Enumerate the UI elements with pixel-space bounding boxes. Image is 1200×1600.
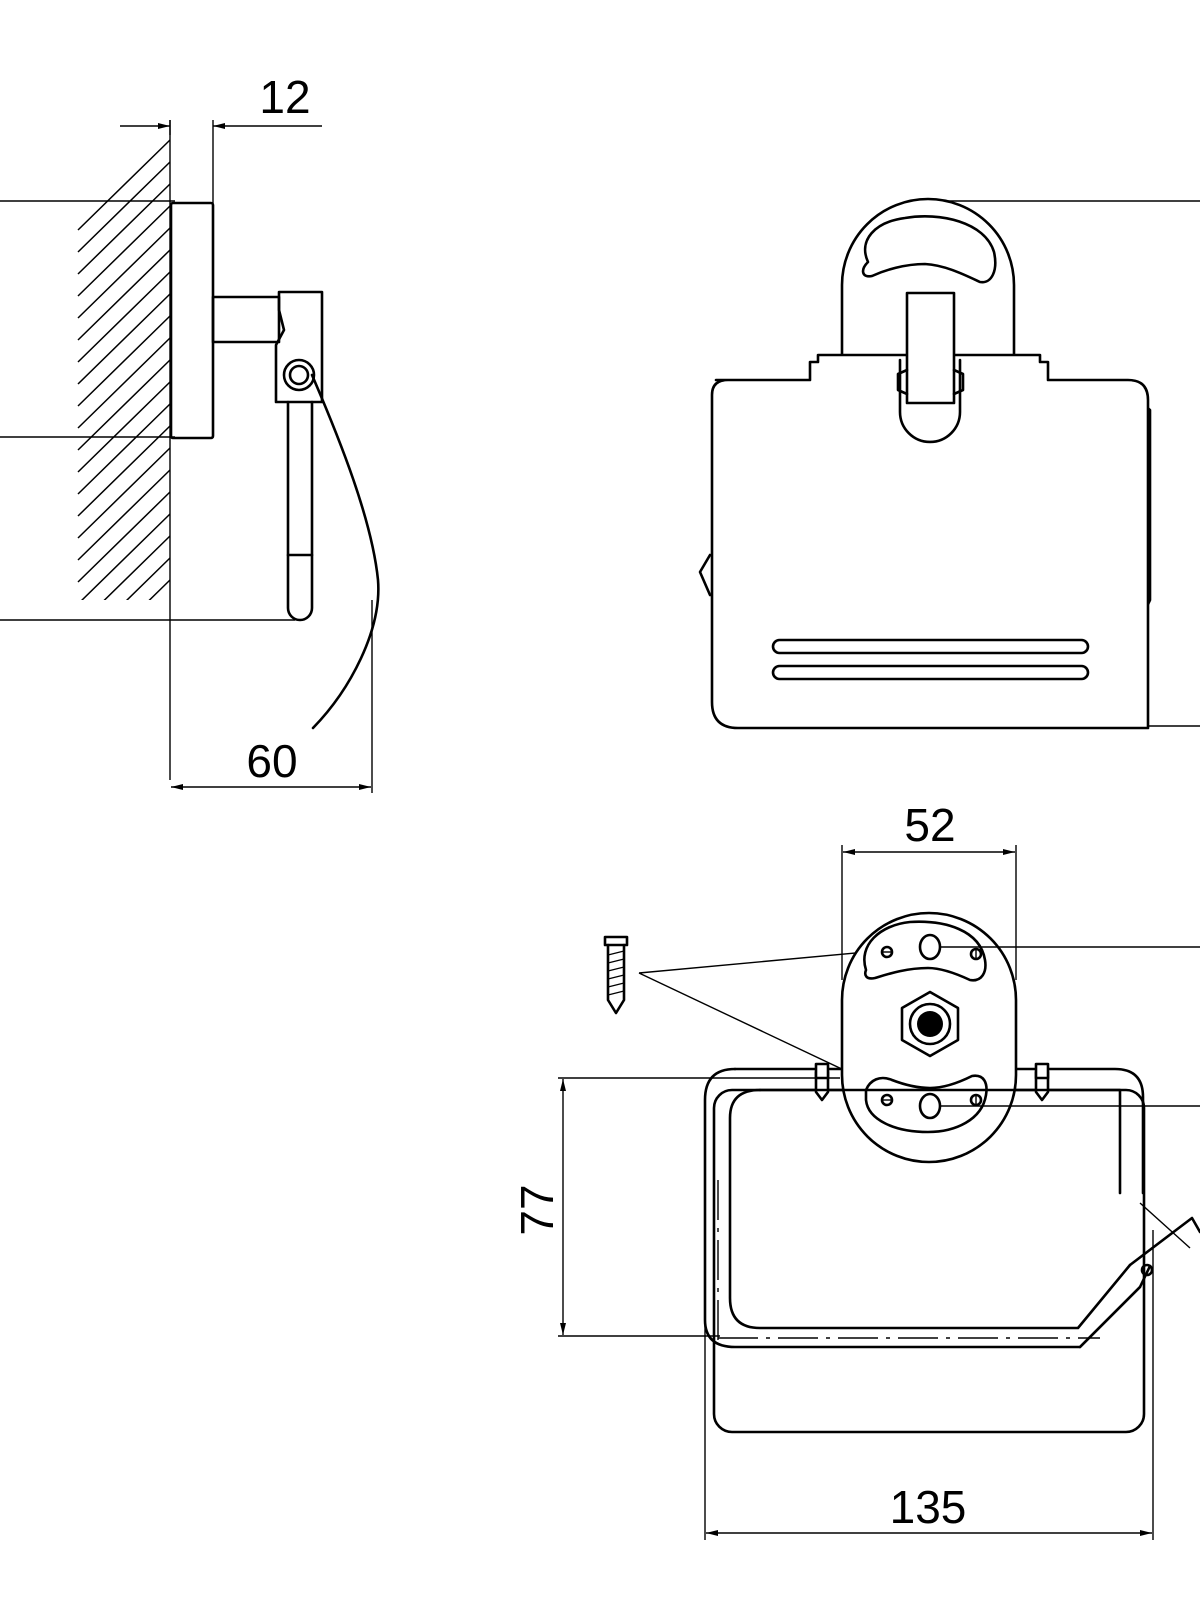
dim-60-label: 60 [246,735,297,787]
hatch-line [78,690,170,780]
dim-52-label: 52 [904,799,955,851]
hinge-knuckle-left [896,368,909,396]
roll-arm-end-cap [1140,1263,1154,1277]
hatch-line [148,579,170,600]
hatch-line [125,557,170,600]
hatch-line [77,403,170,495]
cover-groove-1 [771,638,1090,655]
ring-pin-left-head [814,1062,830,1080]
support-arm [211,295,281,344]
paper-rod [286,400,314,622]
wall-plate [169,201,215,440]
cover-from-below [712,1088,1146,1434]
hatch-line [77,425,170,517]
hatch-line [78,668,170,758]
small-screw-3 [880,1093,894,1107]
screw-icon [603,935,629,1015]
hatch-line [77,447,170,539]
hinge-clip [905,291,956,405]
hatch-line [78,734,170,824]
hatch-line [78,778,170,868]
hinge-block [274,290,324,404]
hatch-line [78,712,170,802]
hinge-pin-inner [288,364,310,386]
hatch-line [77,249,170,341]
dim-135-label: 135 [890,1481,967,1533]
roll-edge-left [698,553,712,597]
hatch-line [78,602,170,692]
hatch-line [77,469,170,561]
mounting-plate-slot-top [863,920,987,982]
ring-frame-outer [733,1067,1145,1195]
back-plate-slot [861,215,997,284]
wall-hatching [77,139,170,868]
hatch-line [77,183,170,275]
hatch-line [78,624,170,714]
small-screw-2 [969,947,983,961]
bottom-view: 52 [511,799,1200,1540]
roll-arm [1078,1285,1142,1349]
hex-nut-icon [900,990,960,1058]
hatch-line [77,139,170,231]
hatch-line [78,646,170,736]
hatch-line [77,293,170,385]
small-screw-1 [880,945,894,959]
hinge-knuckle-right [952,368,965,396]
hatch-line [81,513,170,600]
roll-arm-leader [1139,1202,1191,1249]
hatch-line [77,227,170,319]
dim-12-label: 12 [259,71,310,123]
back-plate [840,197,1016,362]
hatch-line [77,359,170,451]
hatch-line [77,271,170,363]
hatch-line [78,756,170,846]
roll-arm-end [1128,1216,1200,1267]
mounting-plate-slot-bottom [864,1074,988,1134]
hatch-line [77,491,170,583]
side-view: 12 60 [0,71,380,868]
hex-nut-bore [917,1011,943,1037]
hatch-line [77,161,170,253]
ring-pin-right-head [1034,1062,1050,1080]
cover-groove-2 [771,664,1090,681]
dim-77-label: 77 [511,1184,563,1235]
hatch-line [77,381,170,473]
hatch-line [77,315,170,407]
hatch-line [77,205,170,297]
cover-panel [710,353,1150,730]
small-screw-4 [969,1093,983,1107]
cover-flap-profile [310,373,380,730]
front-view [698,197,1200,730]
hatch-line [77,337,170,429]
hinge-pin-outer [282,358,316,392]
ring-frame-inner-left [728,1088,1132,1330]
hatch-line [103,535,170,600]
